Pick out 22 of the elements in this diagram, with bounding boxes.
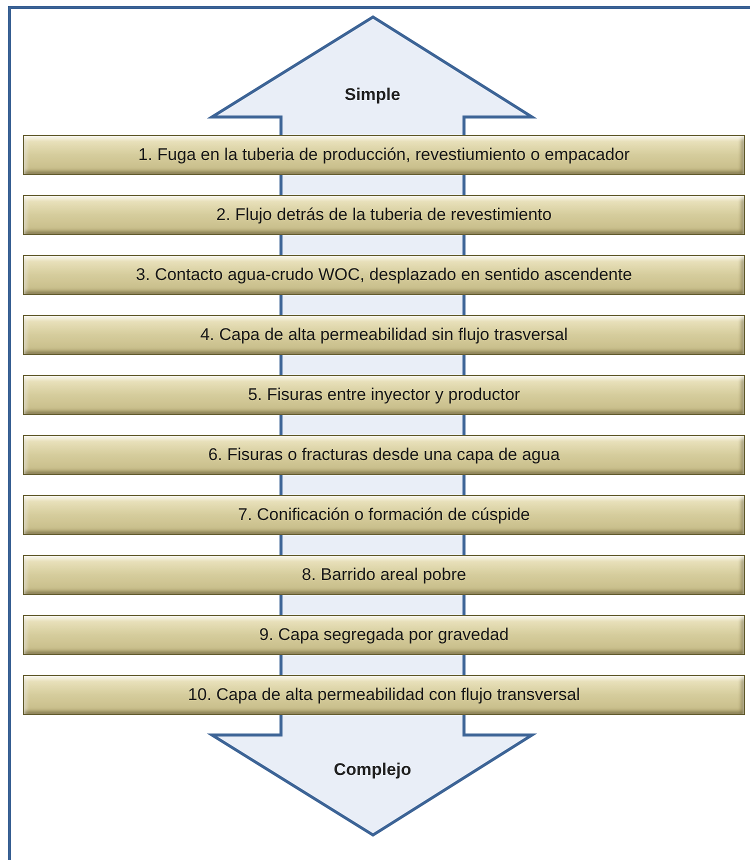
cause-bar bbox=[23, 495, 745, 535]
cause-text: 8. Barrido areal pobre bbox=[302, 564, 466, 586]
cause-bar bbox=[23, 615, 745, 655]
cause-text: 2. Flujo detrás de la tuberia de revestimiento bbox=[216, 204, 552, 226]
cause-bar bbox=[23, 675, 745, 715]
cause-text: 9. Capa segregada por gravedad bbox=[259, 624, 509, 646]
cause-text: 7. Conificación o formación de cúspide bbox=[238, 504, 530, 526]
cause-text: 3. Contacto agua-crudo WOC, desplazado en sentido ascendente bbox=[136, 264, 632, 286]
cause-bar bbox=[23, 255, 745, 295]
scale-label: Complejo bbox=[334, 760, 412, 779]
cause-text: 6. Fisuras o fracturas desde una capa de agua bbox=[208, 444, 560, 466]
cause-bar bbox=[23, 375, 745, 415]
scale-label: Simple bbox=[344, 85, 400, 104]
cause-bar bbox=[23, 315, 745, 355]
cause-text: 1. Fuga en la tuberia de producción, revestiumiento o empacador bbox=[138, 144, 630, 166]
cause-bar bbox=[23, 555, 745, 595]
cause-text: 10. Capa de alta permeabilidad con flujo transversal bbox=[188, 684, 580, 706]
cause-bar bbox=[23, 435, 745, 475]
cause-text: 4. Capa de alta permeabilidad sin flujo trasversal bbox=[200, 324, 568, 346]
cause-bar bbox=[23, 195, 745, 235]
cause-text: 5. Fisuras entre inyector y productor bbox=[248, 384, 520, 406]
cause-bar bbox=[23, 135, 745, 175]
